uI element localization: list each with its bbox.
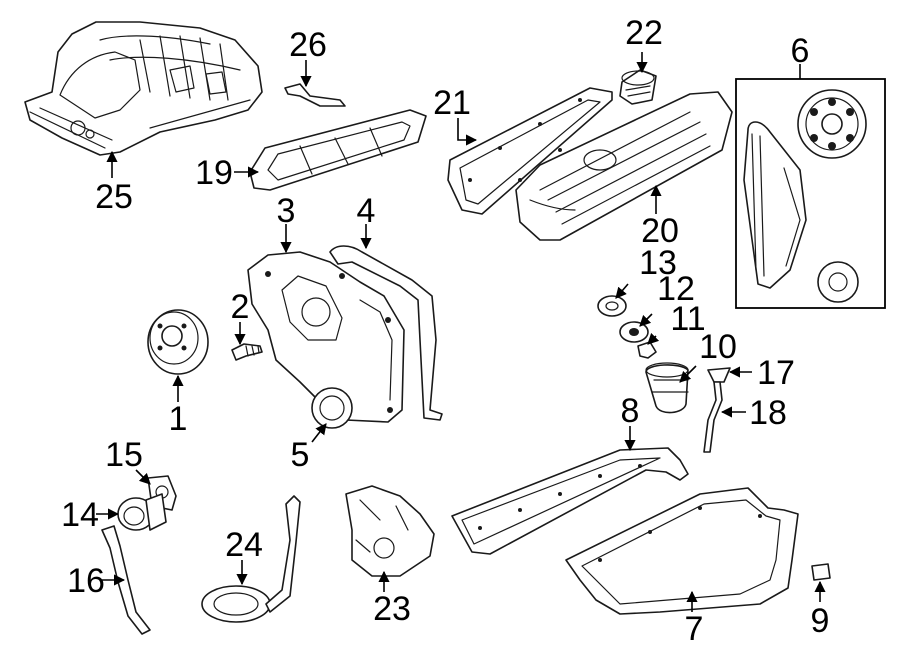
timing-set	[743, 89, 867, 303]
dipstick-and-tube	[703, 367, 731, 453]
sensor-harness	[101, 525, 151, 635]
drain-plug	[811, 563, 831, 581]
callout-23: 23	[373, 590, 411, 628]
oil-pump	[345, 485, 435, 577]
callout-22: 22	[625, 14, 663, 52]
filter-adapter	[619, 321, 649, 343]
distributor-seal	[597, 295, 627, 317]
thermostat-housing	[117, 475, 177, 531]
callout-5: 5	[291, 436, 310, 474]
callout-2: 2	[231, 288, 250, 326]
callout-3: 3	[277, 192, 296, 230]
callout-4: 4	[357, 192, 376, 230]
leader-lines	[96, 52, 826, 612]
callout-9: 9	[811, 602, 830, 640]
timing-set-frame	[735, 78, 886, 309]
callout-13: 13	[639, 244, 677, 282]
oil-pan	[565, 487, 799, 615]
manifold-bracket	[284, 83, 346, 107]
callout-12: 12	[657, 270, 695, 308]
oil-pan-gasket	[451, 447, 689, 555]
callout-24: 24	[225, 526, 263, 564]
callout-17: 17	[757, 354, 795, 392]
oil-filter	[645, 362, 689, 414]
timing-cover-gasket	[329, 245, 443, 421]
valve-cover-gasket	[447, 87, 613, 215]
callout-8: 8	[621, 392, 640, 430]
front-crank-seal	[311, 387, 353, 429]
valve-cover	[515, 91, 733, 241]
callout-10: 10	[699, 328, 737, 366]
callout-20: 20	[641, 212, 679, 250]
harmonic-balancer	[147, 309, 209, 375]
callout-19: 19	[195, 154, 233, 192]
valley-cover-gasket	[249, 109, 427, 191]
callout-26: 26	[289, 26, 327, 64]
oil-filler-cap	[619, 69, 657, 105]
callout-15: 15	[105, 436, 143, 474]
callout-1: 1	[169, 400, 188, 438]
callout-21: 21	[433, 84, 471, 122]
timing-cover	[247, 251, 405, 423]
callout-16: 16	[67, 562, 105, 600]
callout-7: 7	[685, 610, 704, 648]
callout-6: 6	[791, 32, 810, 70]
oil-pump-pickup	[201, 495, 301, 623]
callout-labels: 1 2 3 4 5 6 7 8 9 10 11 12 13 14 15 16 1…	[61, 14, 829, 648]
callout-25: 25	[95, 178, 133, 216]
callout-18: 18	[749, 394, 787, 432]
intake-manifold	[24, 21, 263, 156]
timing-cover-bolt	[231, 343, 263, 361]
callout-11: 11	[670, 300, 705, 338]
callout-14: 14	[61, 496, 99, 534]
filter-fitting	[637, 341, 657, 359]
